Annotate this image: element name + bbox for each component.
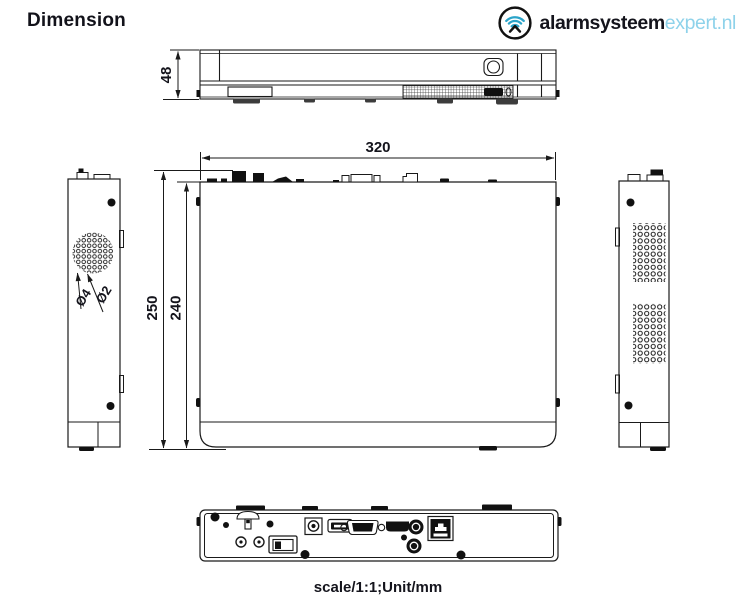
top-rear-connector-outlines [341, 173, 418, 183]
top-rear-connectors [207, 171, 497, 182]
dim-height-label: 48 [158, 67, 175, 84]
brand-name-bold: alarmsysteem [539, 11, 666, 34]
rca-audio-jacks [235, 536, 265, 548]
screw-hole [106, 402, 115, 410]
ethernet-port [427, 515, 454, 542]
front-power-button [483, 57, 504, 77]
hdmi-port [386, 521, 409, 532]
vent-hole-callouts: Ø4 Ø2 [72, 272, 115, 313]
screw-hole [624, 401, 633, 410]
rear-top-tabs [196, 504, 562, 526]
power-dc-jack [304, 517, 323, 536]
rear-hole [266, 520, 274, 528]
dim-vent-hole-outer-label: Ø4 [72, 286, 94, 309]
power-switch [268, 535, 298, 554]
side-vent-holes [633, 223, 666, 282]
vga-port [340, 519, 386, 536]
rear-view [196, 504, 562, 562]
page-title: Dimension [27, 10, 126, 31]
screw-hole [300, 550, 310, 559]
dim-vent-hole-inner-label: Ø2 [93, 283, 115, 306]
dimension-height: 48 [158, 49, 199, 100]
right-side-view [615, 169, 670, 451]
screw-hole [107, 198, 116, 207]
brand-name-light: expert.nl [664, 11, 737, 34]
antenna-mount [236, 510, 260, 530]
dim-depth-body-label: 240 [168, 295, 185, 320]
front-view [196, 49, 560, 105]
screw-hole [456, 550, 466, 560]
top-view [196, 171, 560, 451]
front-display-window [227, 86, 273, 98]
brand-logo: alarmsysteemexpert.nl [496, 4, 737, 42]
dim-width-label: 320 [365, 139, 390, 156]
dimension-width: 320 [200, 139, 556, 180]
dimension-depth: 250 240 [144, 170, 233, 450]
brand-name: alarmsysteemexpert.nl [540, 12, 737, 35]
rear-hole [210, 512, 220, 522]
left-side-view: Ø4 Ø2 [67, 168, 124, 451]
scale-note: scale/1:1;Unit/mm [314, 579, 442, 596]
side-vent-holes [633, 303, 666, 364]
front-usb-port [484, 88, 503, 96]
top-side-tabs [196, 197, 560, 451]
screw-hole [626, 198, 635, 207]
side-vent-holes [72, 232, 114, 274]
front-feet [196, 90, 560, 105]
wifi-antenna-icon [497, 6, 532, 40]
bnc-connectors [401, 519, 424, 554]
dim-depth-overall-label: 250 [144, 295, 161, 320]
rear-hole [223, 522, 229, 528]
